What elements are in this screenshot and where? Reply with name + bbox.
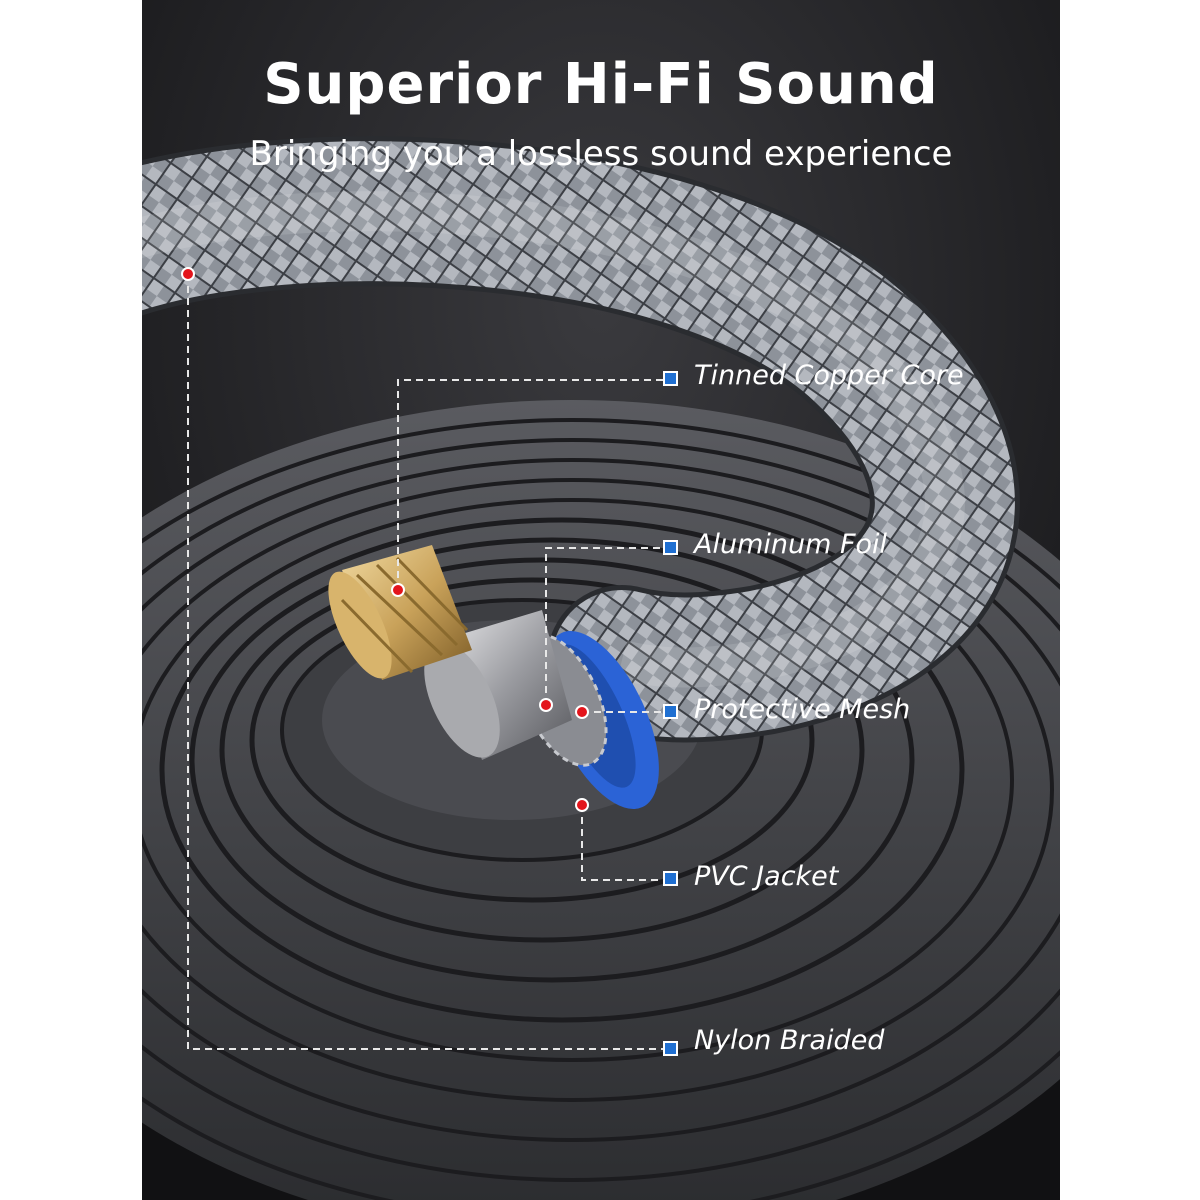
label-markers [663,371,678,1056]
dot-nylon [181,267,195,281]
marker-mesh [663,704,678,719]
leader-foil [545,547,666,705]
gold-tip [328,545,472,680]
cable-illustration [142,0,1060,1200]
marker-pvc [663,871,678,886]
callout-protective-mesh: Protective Mesh [694,694,911,725]
dot-copper [391,583,405,597]
dot-mesh [575,705,589,719]
marker-foil [663,540,678,555]
callout-pvc-jacket: PVC Jacket [694,861,839,892]
callout-tinned-copper-core: Tinned Copper Core [694,360,964,391]
marker-copper [663,371,678,386]
marker-nylon [663,1041,678,1056]
dot-foil [539,698,553,712]
callout-nylon-braided: Nylon Braided [694,1025,885,1056]
leader-pvc [581,805,666,881]
leader-lines [187,274,666,1050]
leader-copper [397,379,666,590]
indicator-dots [181,267,589,812]
product-image: Superior Hi-Fi Sound Bringing you a loss… [142,0,1060,1200]
metal-connector [424,610,572,760]
headline: Superior Hi-Fi Sound [263,52,939,117]
subheadline: Bringing you a lossless sound experience [249,134,953,174]
braided-cable [142,136,1020,743]
leader-nylon [187,274,666,1050]
callout-aluminum-foil: Aluminum Foil [694,529,888,560]
dot-pvc [575,798,589,812]
